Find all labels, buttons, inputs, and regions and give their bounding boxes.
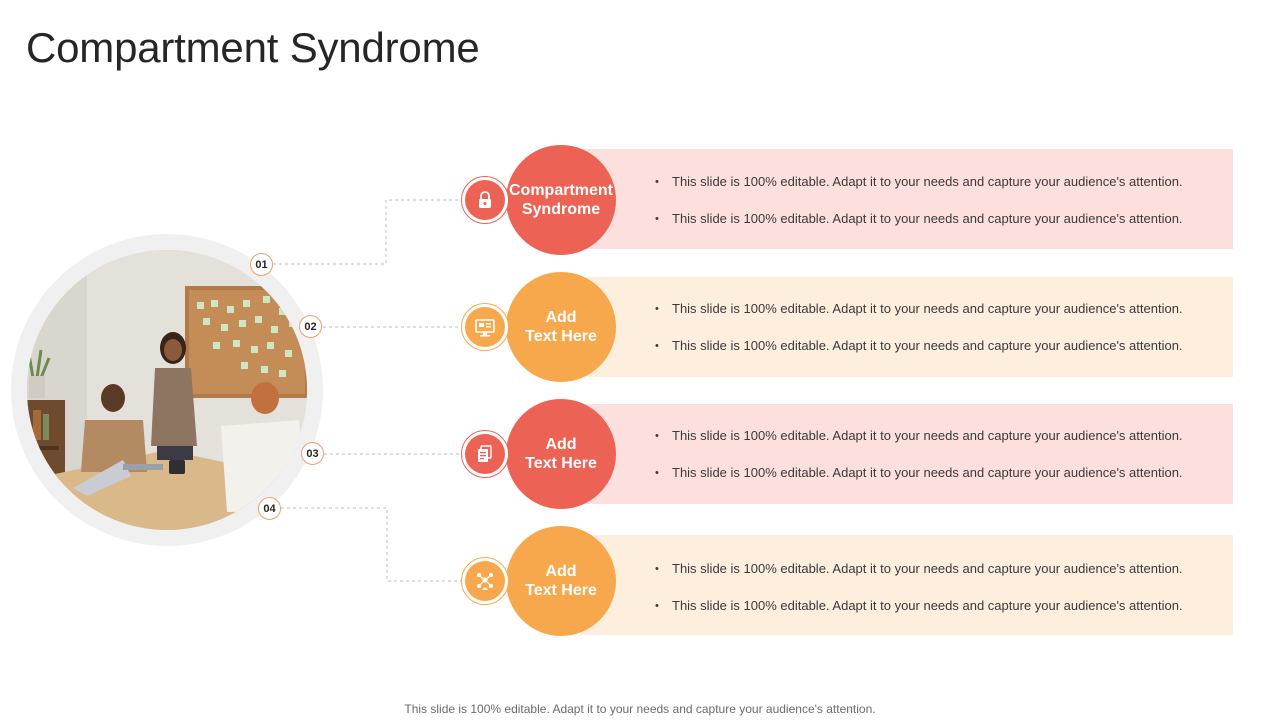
row-icon-ring-1 [461, 176, 509, 224]
row-bullets-4: This slide is 100% editable. Adapt it to… [655, 561, 1225, 614]
row-icon-ring-2 [461, 303, 509, 351]
row-heading-2-line-1: Add [545, 309, 577, 326]
step-number-01: 01 [250, 253, 273, 276]
row-3-bullet-1: This slide is 100% editable. Adapt it to… [655, 428, 1225, 444]
row-1-bullet-1: This slide is 100% editable. Adapt it to… [655, 174, 1225, 190]
page-title: Compartment Syndrome [26, 24, 480, 71]
row-heading-4-line-1: Add [545, 563, 577, 580]
row-bullets-2: This slide is 100% editable. Adapt it to… [655, 301, 1225, 354]
team-network-icon [477, 573, 493, 590]
monitor-icon [475, 319, 495, 337]
row-2-bullet-2: This slide is 100% editable. Adapt it to… [655, 338, 1225, 354]
row-heading-1-line-1: Compartment [508, 182, 613, 199]
step-number-04: 04 [258, 497, 281, 520]
row-band-3 [580, 404, 1233, 504]
step-number-02: 02 [299, 315, 322, 338]
row-2-bullet-1: This slide is 100% editable. Adapt it to… [655, 301, 1225, 317]
row-icon-ring-4 [461, 557, 509, 605]
row-4-bullet-2: This slide is 100% editable. Adapt it to… [655, 598, 1225, 614]
row-bullets-1: This slide is 100% editable. Adapt it to… [655, 174, 1225, 227]
row-heading-4-line-2: Text Here [525, 582, 597, 599]
row-heading-3-line-2: Text Here [525, 455, 597, 472]
row-4-bullet-1: This slide is 100% editable. Adapt it to… [655, 561, 1225, 577]
footer-note: This slide is 100% editable. Adapt it to… [404, 702, 876, 716]
step-number-03: 03 [301, 442, 324, 465]
row-heading-3-line-1: Add [545, 436, 577, 453]
row-3-bullet-2: This slide is 100% editable. Adapt it to… [655, 465, 1225, 481]
row-bullets-3: This slide is 100% editable. Adapt it to… [655, 428, 1225, 481]
row-heading-2-line-2: Text Here [525, 328, 597, 345]
row-icon-ring-3 [461, 430, 509, 478]
document-stack-icon [478, 445, 492, 462]
row-1-bullet-2: This slide is 100% editable. Adapt it to… [655, 211, 1225, 227]
row-heading-1-line-2: Syndrome [521, 201, 601, 218]
row-band-2 [580, 277, 1233, 377]
row-band-1 [580, 149, 1233, 249]
lock-icon [479, 191, 491, 208]
row-band-4 [580, 535, 1233, 635]
